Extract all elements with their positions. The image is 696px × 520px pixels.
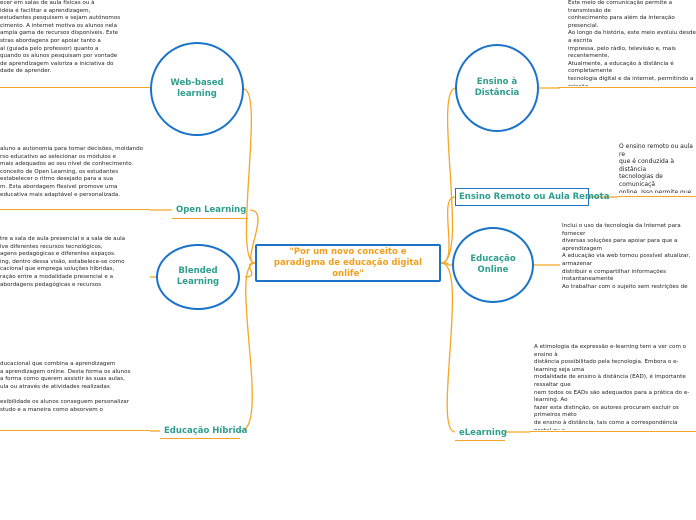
node-web-based-learning[interactable]: Web-based learning xyxy=(150,42,244,136)
node-label: Educação Online xyxy=(470,254,516,275)
node-ensino-remoto[interactable]: Ensino Remoto ou Aula Remota xyxy=(455,188,609,206)
node-educacao-hibrida[interactable]: Educação Híbrida xyxy=(164,426,248,436)
node-blended-learning[interactable]: Blended Learning xyxy=(156,244,240,310)
note-blended-learning: tre a sala de aula presencial e a sala d… xyxy=(0,236,126,288)
note-underline xyxy=(0,209,150,210)
note-ensino-a-distancia: Este meio de comunicação permite a trans… xyxy=(568,0,696,86)
note-underline xyxy=(0,87,150,88)
connector-web-based-learning xyxy=(243,88,256,264)
node-underline xyxy=(455,440,505,441)
note-underline xyxy=(530,431,696,432)
connector-ensino-remoto xyxy=(440,196,456,264)
note-elearning: A etimologia da expressão e-learning tem… xyxy=(534,344,690,430)
note-open-learning: aluno a autonomia para tomar decisões, m… xyxy=(0,146,144,198)
connector-elearning xyxy=(440,262,456,433)
central-topic-title: "Por um novo conceito e paradigma de edu… xyxy=(273,246,423,279)
node-label: Ensino à Distância xyxy=(474,77,520,98)
note-underline xyxy=(618,196,696,197)
node-ensino-a-distancia[interactable]: Ensino à Distância xyxy=(455,44,539,132)
node-underline xyxy=(172,218,248,219)
central-topic[interactable]: "Por um novo conceito e paradigma de edu… xyxy=(255,244,441,282)
node-underline xyxy=(160,438,240,439)
node-educacao-online[interactable]: Educação Online xyxy=(452,227,534,303)
connector-ensino-distancia xyxy=(440,87,457,264)
node-elearning[interactable]: eLearning xyxy=(459,428,507,438)
node-open-learning[interactable]: Open Learning xyxy=(176,205,247,215)
node-label: Blended Learning xyxy=(176,266,220,287)
note-web-based-learning: ecer em salas de aula físicas ou à idéia… xyxy=(0,0,121,75)
note-ensino-remoto: O ensino remoto ou aula re que é conduzi… xyxy=(619,143,693,193)
connector-open-learning xyxy=(249,209,259,264)
connector-educacao-hibrida xyxy=(239,262,256,432)
note-underline xyxy=(558,87,696,88)
note-educacao-online: Inclui o uso da tecnologia da Internet p… xyxy=(562,223,691,289)
note-educacao-hibrida: ducacional que combina a aprendizagem a … xyxy=(0,361,131,413)
node-label: Web-based learning xyxy=(170,78,224,99)
node-label: Ensino Remoto ou Aula Remota xyxy=(459,192,610,202)
note-underline xyxy=(0,430,150,431)
